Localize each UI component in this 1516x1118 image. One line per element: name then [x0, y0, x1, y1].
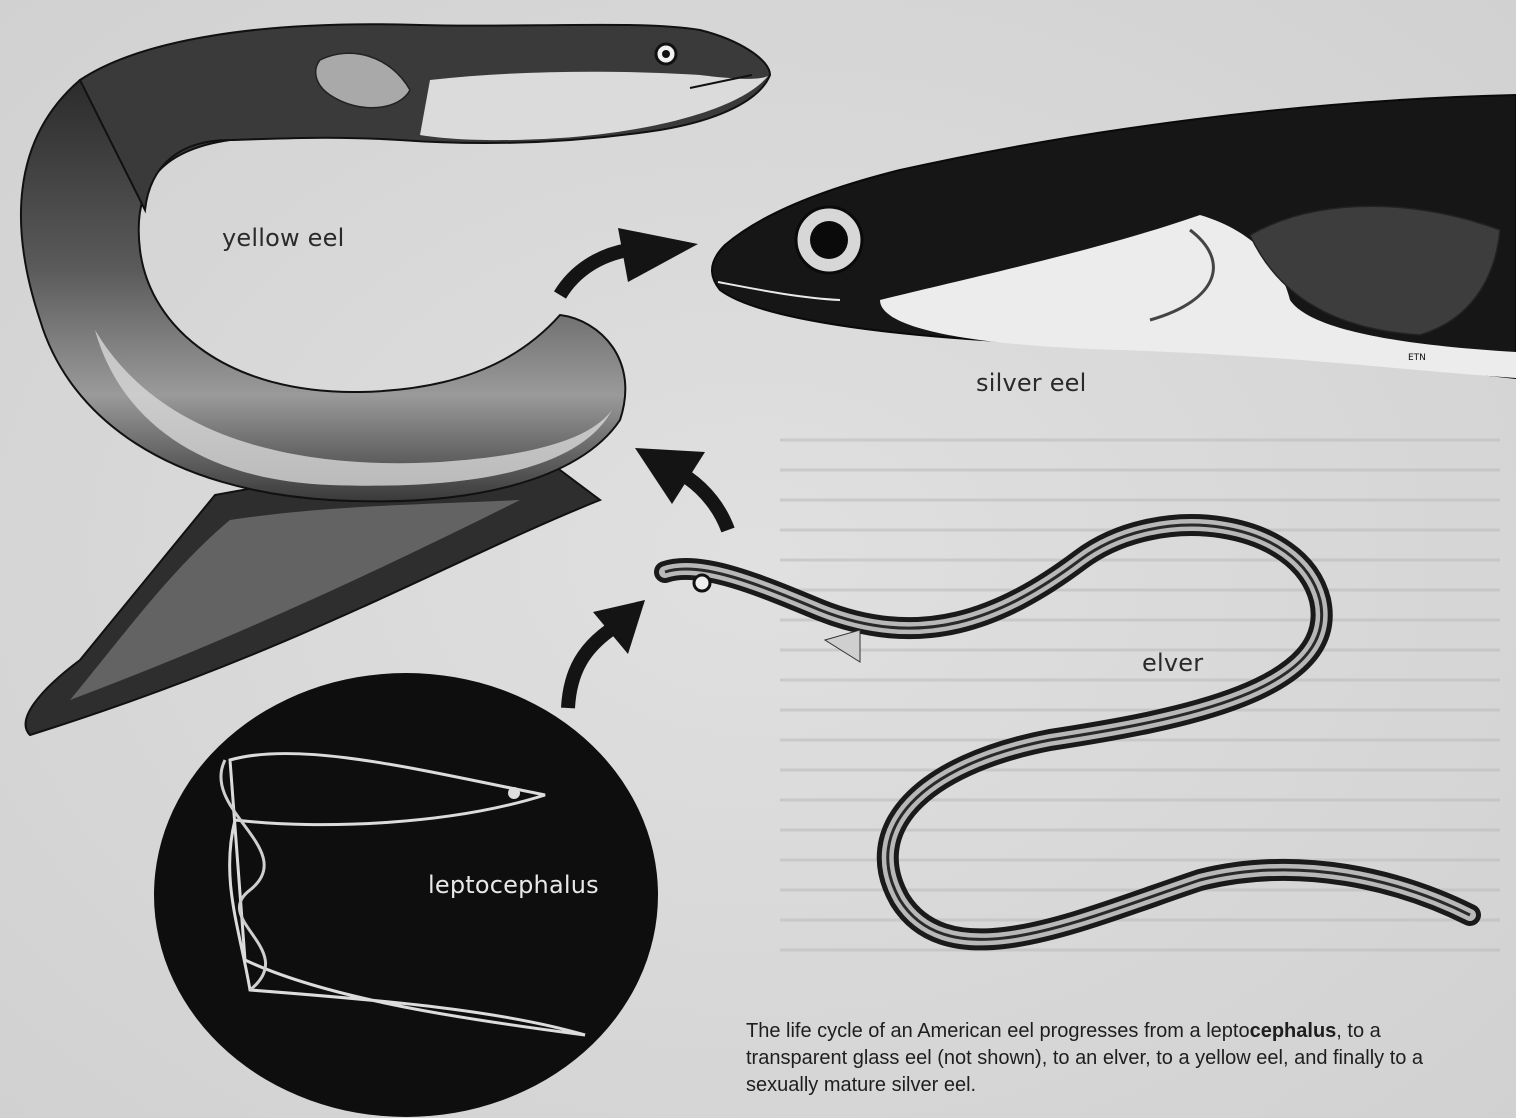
leptocephalus-eye — [508, 787, 520, 799]
leptocephalus-label: leptocephalus — [428, 871, 599, 899]
caption-text-1: The life cycle of an American eel progre… — [746, 1020, 1250, 1042]
artist-mark: ETN — [1408, 353, 1426, 363]
figure-caption: The life cycle of an American eel progre… — [746, 1018, 1446, 1099]
caption-bold-term: cephalus — [1250, 1020, 1337, 1042]
silver-eel-label: silver eel — [976, 369, 1087, 397]
elver-label: elver — [1142, 649, 1203, 677]
elver-eye — [694, 575, 710, 591]
yellow-eel-label: yellow eel — [222, 224, 344, 252]
